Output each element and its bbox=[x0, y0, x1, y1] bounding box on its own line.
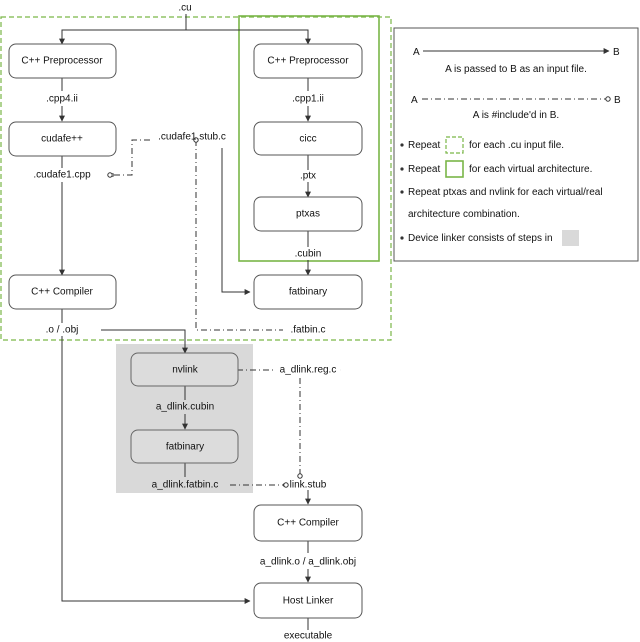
fatbinary-bottom-box bbox=[130, 429, 239, 464]
host-linker-text: Host Linker bbox=[283, 596, 334, 607]
cudafe1-stub-c-label: .cudafe1.stub.c bbox=[158, 132, 226, 143]
cudafe-text: cudafe++ bbox=[41, 134, 83, 145]
include-marker bbox=[193, 137, 199, 143]
executable-label: executable bbox=[284, 631, 333, 642]
legend-include-text: A is #include'd in B. bbox=[473, 110, 559, 121]
cpp-preprocessor-right-text: C++ Preprocessor bbox=[267, 56, 349, 67]
legend-bullet2-prefix: Repeat bbox=[408, 164, 440, 175]
input-arrows bbox=[59, 14, 311, 630]
legend-input-text: A is passed to B as an input file. bbox=[445, 64, 587, 75]
nvlink-box bbox=[130, 352, 239, 387]
process-boxes bbox=[8, 43, 363, 619]
include-lines bbox=[109, 139, 303, 488]
cpp-compiler-left-box bbox=[8, 274, 117, 310]
fatbinary-bottom-text: fatbinary bbox=[166, 442, 204, 453]
per-cu-region bbox=[0, 16, 392, 341]
legend-a-1: A bbox=[413, 47, 420, 58]
cpp-preprocessor-left-box bbox=[8, 43, 117, 79]
obj-label: .o / .obj bbox=[46, 325, 79, 336]
a-dlink-obj-label: a_dlink.o / a_dlink.obj bbox=[260, 557, 356, 568]
fatbinary-top-box bbox=[253, 274, 363, 310]
a-dlink-fatbin-c-label: a_dlink.fatbin.c bbox=[152, 480, 219, 491]
include-marker bbox=[283, 482, 289, 488]
host-linker-box bbox=[253, 582, 363, 619]
cicc-box bbox=[253, 121, 363, 156]
cubin-label: .cubin bbox=[295, 249, 322, 260]
cudafe-box bbox=[8, 121, 117, 157]
legend-bullet1-prefix: Repeat bbox=[408, 140, 440, 151]
legend-a-2: A bbox=[411, 95, 418, 106]
legend-bullet3-line2: architecture combination. bbox=[408, 209, 520, 220]
ptxas-box bbox=[253, 196, 363, 232]
legend-gray-swatch bbox=[562, 230, 579, 246]
fatbin-c-label: .fatbin.c bbox=[290, 325, 325, 336]
legend-b-1: B bbox=[613, 47, 620, 58]
cpp-preprocessor-left-text: C++ Preprocessor bbox=[21, 56, 103, 67]
cu-label: .cu bbox=[178, 3, 191, 14]
cpp1-ii-label: .cpp1.ii bbox=[292, 94, 324, 105]
legend: A B A is passed to B as an input file. A… bbox=[393, 27, 639, 262]
cpp-compiler-bottom-box bbox=[253, 504, 363, 542]
legend-bullet1-suffix: for each .cu input file. bbox=[469, 140, 564, 151]
legend-bullet2-suffix: for each virtual architecture. bbox=[469, 164, 592, 175]
ptx-label: .ptx bbox=[300, 171, 316, 182]
fatbinary-top-text: fatbinary bbox=[289, 287, 327, 298]
cudafe1-cpp-label: .cudafe1.cpp bbox=[33, 170, 91, 181]
legend-b-2: B bbox=[614, 95, 621, 106]
nvlink-text: nvlink bbox=[172, 365, 199, 376]
cpp-preprocessor-right-box bbox=[253, 43, 363, 79]
include-marker bbox=[297, 473, 303, 479]
a-dlink-reg-c-label: a_dlink.reg.c bbox=[280, 365, 337, 376]
link-stub-label: link.stub bbox=[290, 480, 327, 491]
cpp-compiler-bottom-text: C++ Compiler bbox=[277, 518, 339, 529]
legend-box bbox=[393, 27, 639, 262]
cicc-text: cicc bbox=[299, 134, 316, 145]
legend-dashed-green-swatch bbox=[445, 136, 464, 154]
a-dlink-cubin-label: a_dlink.cubin bbox=[156, 402, 214, 413]
cpp-compiler-left-text: C++ Compiler bbox=[31, 287, 93, 298]
include-marker bbox=[107, 172, 113, 178]
per-virtual-arch-region bbox=[238, 15, 380, 262]
legend-bullet4: Device linker consists of steps in bbox=[408, 233, 553, 244]
legend-bullet3-line1: Repeat ptxas and nvlink for each virtual… bbox=[408, 187, 603, 198]
cpp4-ii-label: .cpp4.ii bbox=[46, 94, 78, 105]
legend-solid-green-swatch bbox=[445, 160, 464, 178]
ptxas-text: ptxas bbox=[296, 209, 320, 220]
